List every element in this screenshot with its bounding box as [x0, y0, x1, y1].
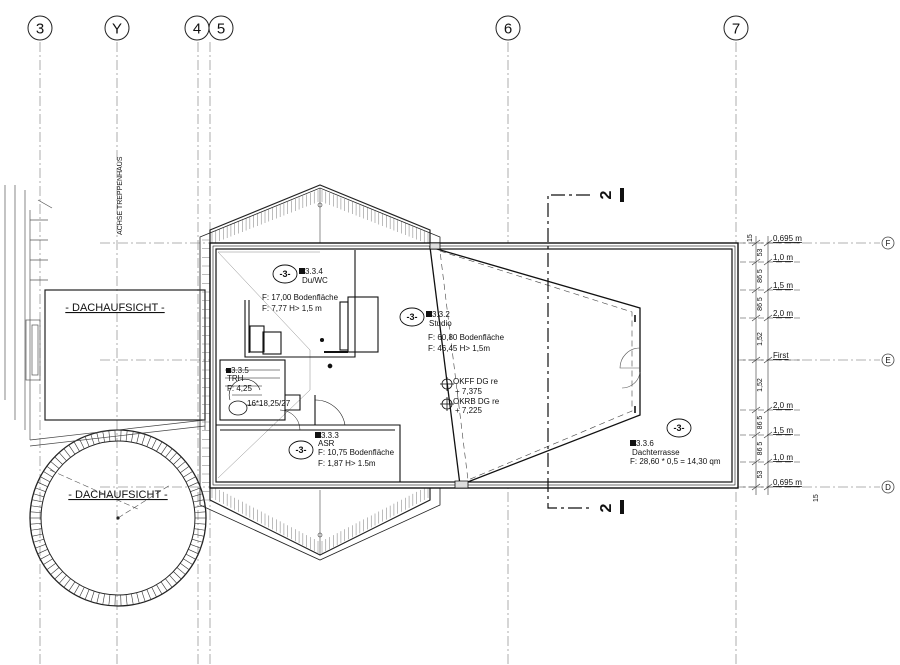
dim-extra-bottom: 15	[813, 494, 820, 502]
room-3-3-6: -3- 3.3.6 Dachterrasse F: 28,60 * 0,5 = …	[630, 418, 721, 466]
axis-marker-y: Y	[104, 15, 130, 41]
interior-walls	[216, 250, 401, 482]
level-label-okrb: OKRB DG re	[453, 397, 500, 406]
dim-height-8: 0,695 m	[773, 478, 802, 487]
level-markers: OKFF DG re + 7,375 OKRB DG re + 7,225	[440, 377, 500, 415]
room-tag-3-3-3: -3-	[296, 445, 307, 455]
axis-label-4: 4	[193, 21, 201, 38]
dim-chain-4: 1,52	[757, 378, 764, 392]
room-area-3-3-2: F: 60,80 Bodenfläche	[428, 333, 505, 342]
room-3-3-4: -3- 3.3.4 Du/WC F: 17,00 Bodenfläche F: …	[262, 264, 339, 313]
dim-chain-0: 53	[757, 249, 764, 257]
room-id-3-3-2: 3.3.2	[432, 310, 450, 319]
room-id-3-3-5: 3.3.5	[231, 366, 249, 375]
level-value-okrb: + 7,225	[455, 406, 482, 415]
room-name-3-3-4: Du/WC	[302, 276, 328, 285]
room-name-3-3-6: Dachterrasse	[632, 448, 680, 457]
room-name-3-3-2: Studio	[429, 319, 452, 328]
terrace-outline	[429, 242, 641, 489]
dim-height-0: 0,695 m	[773, 234, 802, 243]
section-mark-bottom: 2	[598, 503, 615, 512]
axis-marker-6: 6	[495, 15, 521, 41]
stair-axis-label: ACHSE TREPPENHAUS	[117, 156, 124, 235]
room-name-3-3-3: ASR	[318, 439, 335, 448]
axis-label-f: F	[886, 239, 891, 248]
axis-label-3: 3	[36, 21, 44, 38]
roof-view-label-2: - DACHAUFSICHT -	[68, 489, 168, 501]
axis-marker-5: 5	[208, 15, 234, 41]
room-id-3-3-6: 3.3.6	[636, 439, 654, 448]
room-area-3-3-4: F: 17,00 Bodenfläche	[262, 293, 339, 302]
section-mark-top: 2	[598, 190, 615, 199]
room-name-3-3-5: TRH	[227, 374, 244, 383]
axis-label-5: 5	[217, 21, 225, 38]
room-id-3-3-4: 3.3.4	[305, 267, 323, 276]
room-area2-3-3-3: F: 1,87 H> 1.5m	[318, 459, 376, 468]
level-value-okff: + 7,375	[455, 387, 482, 396]
dim-height-6: 1,5 m	[773, 426, 793, 435]
dim-height-3: 2,0 m	[773, 309, 793, 318]
room-area-3-3-5: F: 4,25	[227, 384, 252, 393]
axis-label-7: 7	[732, 21, 740, 38]
section-line	[547, 188, 624, 514]
dim-height-5: 2,0 m	[773, 401, 793, 410]
dim-height-1: 1,0 m	[773, 253, 793, 262]
roof-view-square	[44, 289, 206, 421]
level-label-okff: OKFF DG re	[453, 377, 498, 386]
dim-chain-3: 1,52	[757, 332, 764, 346]
dim-chain-5: 86 5	[757, 416, 764, 430]
room-id-3-3-3: 3.3.3	[321, 431, 339, 440]
room-area2-3-3-2: F: 46,45 H> 1,5m	[428, 344, 490, 353]
axis-label-y: Y	[112, 21, 122, 38]
room-tag-3-3-4: -3-	[280, 269, 291, 279]
axis-marker-4: 4	[184, 15, 210, 41]
room-3-3-3: -3- 3.3.3 ASR F: 10,75 Bodenfläche F: 1,…	[288, 431, 395, 468]
roof-view-label-1: - DACHAUFSICHT -	[65, 302, 165, 314]
room-tag-3-3-6: -3-	[674, 423, 685, 433]
axis-label-6: 6	[504, 21, 512, 38]
axis-marker-3: 3	[27, 15, 53, 41]
axis-marker-7: 7	[723, 15, 749, 41]
round-tower-roof	[29, 429, 207, 607]
right-axis-markers: F E D	[881, 236, 895, 494]
dim-chain-2: 86 5	[757, 297, 764, 311]
dim-height-2: 1,5 m	[773, 281, 793, 290]
axis-label-e: E	[885, 356, 890, 365]
dim-height-7: 1,0 m	[773, 453, 793, 462]
grid-axis-markers: 3 Y 4 5 6 7	[27, 15, 749, 41]
room-area2-3-3-4: F: 7,77 H> 1,5 m	[262, 304, 322, 313]
dim-chain-6: 86 5	[757, 442, 764, 456]
room-3-3-2: -3- 3.3.2 Studio F: 60,80 Bodenfläche F:…	[399, 307, 505, 353]
dim-chain-7: 53	[757, 471, 764, 479]
dim-height-4: First	[773, 351, 789, 360]
room-area-3-3-6: F: 28,60 * 0,5 = 14,30 qm	[630, 457, 721, 466]
room-3-3-5: 3.3.5 TRH F: 4,25 16*18,25/27	[226, 366, 291, 416]
dim-chain-1: 86 5	[757, 269, 764, 283]
roof-outline	[199, 184, 441, 561]
left-stair-stub	[4, 185, 53, 440]
stair-formula: 16*18,25/27	[247, 399, 291, 408]
dimension-chain	[740, 236, 800, 495]
room-tag-3-3-2: -3-	[407, 312, 418, 322]
room-area-3-3-3: F: 10,75 Bodenfläche	[318, 448, 395, 457]
dimension-texts: 0,695 m 1,0 m 1,5 m 2,0 m First 2,0 m 1,5 m 1,0…	[757, 234, 802, 487]
axis-label-d: D	[885, 483, 891, 492]
dim-extra-top: 15	[747, 234, 754, 242]
